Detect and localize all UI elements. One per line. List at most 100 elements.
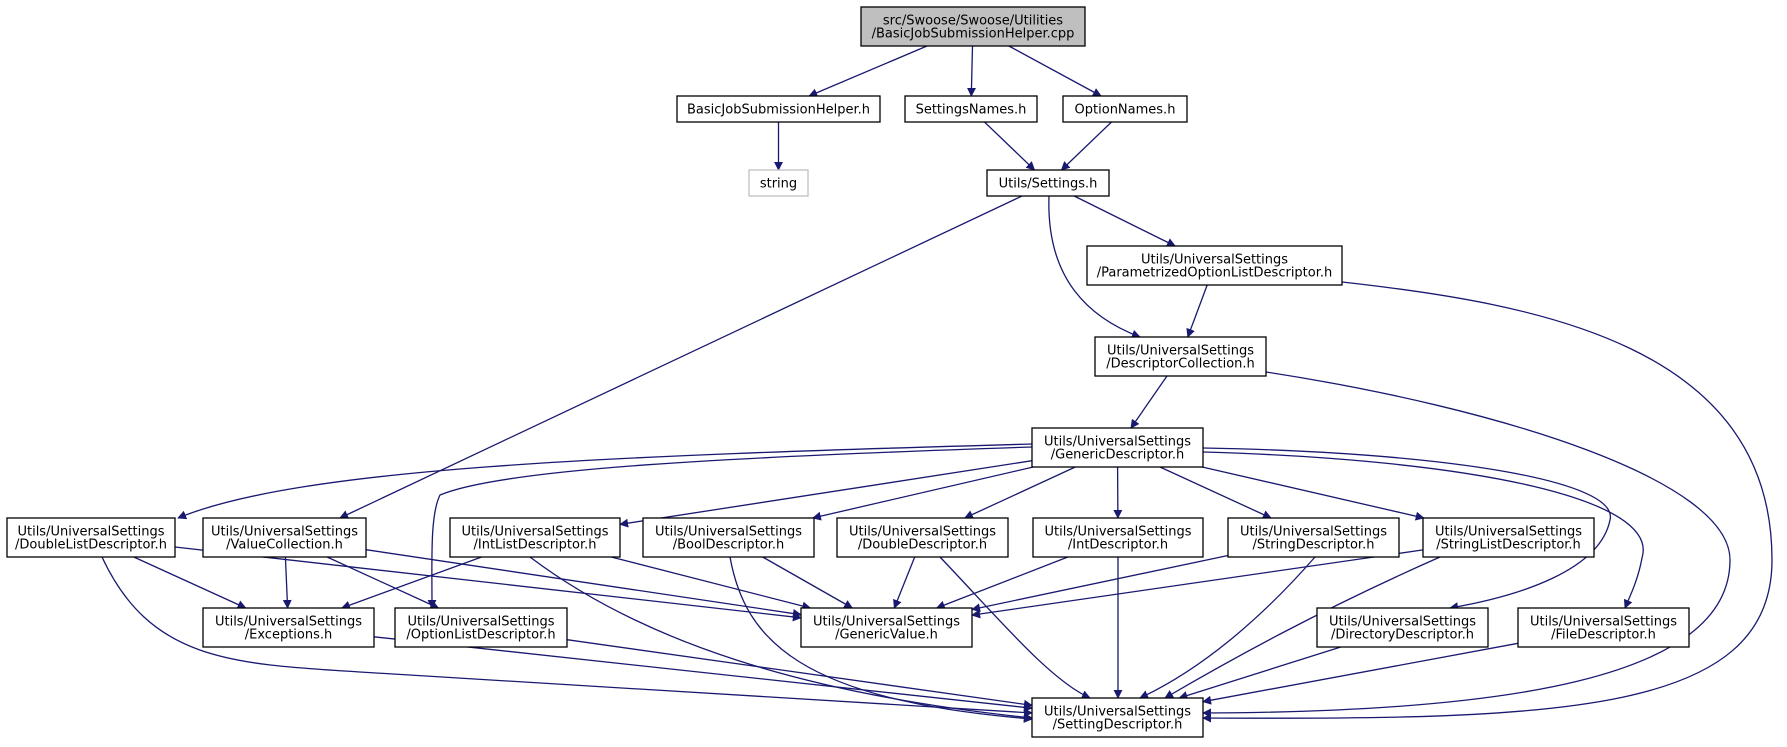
node-file[interactable]: Utils/UniversalSettings/FileDescriptor.h — [1517, 607, 1690, 648]
node-box — [449, 517, 621, 558]
node-paramopt[interactable]: Utils/UniversalSettings/ParametrizedOpti… — [1086, 245, 1343, 286]
node-box — [1094, 336, 1267, 377]
node-generic[interactable]: Utils/UniversalSettings/GenericDescripto… — [1031, 427, 1204, 468]
node-label: src/Swoose/Swoose/Utilities — [883, 14, 1063, 29]
node-label: Utils/UniversalSettings — [1240, 525, 1387, 540]
node-label: Utils/UniversalSettings — [1329, 615, 1476, 630]
node-box — [202, 607, 375, 648]
node-label: /DoubleListDescriptor.h — [15, 538, 167, 553]
node-optionnames[interactable]: OptionNames.h — [1062, 95, 1188, 123]
node-label: /GenericValue.h — [835, 628, 938, 643]
node-double[interactable]: Utils/UniversalSettings/DoubleDescriptor… — [836, 517, 1009, 558]
edge-bool-to-genericvalue — [762, 556, 854, 609]
node-label: /DirectoryDescriptor.h — [1331, 628, 1474, 643]
edge-doublelist-to-genericvalue — [174, 546, 802, 622]
node-label: Utils/Settings.h — [999, 177, 1098, 192]
node-label: string — [760, 177, 797, 192]
node-settings[interactable]: Utils/Settings.h — [986, 169, 1110, 197]
node-label: /IntListDescriptor.h — [474, 538, 597, 553]
node-box — [904, 95, 1038, 123]
node-label: Utils/UniversalSettings — [813, 615, 960, 630]
node-label: /BoolDescriptor.h — [673, 538, 785, 553]
node-exceptions[interactable]: Utils/UniversalSettings/Exceptions.h — [202, 607, 375, 648]
node-label: /ParametrizedOptionListDescriptor.h — [1097, 266, 1333, 281]
edge-generic-to-directory — [1202, 447, 1611, 612]
node-desccoll[interactable]: Utils/UniversalSettings/DescriptorCollec… — [1094, 336, 1267, 377]
node-box — [748, 169, 809, 197]
node-int[interactable]: Utils/UniversalSettings/IntDescriptor.h — [1032, 517, 1204, 558]
node-label: /DescriptorCollection.h — [1106, 357, 1255, 372]
node-box — [800, 607, 973, 648]
node-label: Utils/UniversalSettings — [1530, 615, 1677, 630]
node-label: /StringListDescriptor.h — [1436, 538, 1581, 553]
edge-root-to-settingsnames — [966, 45, 976, 97]
edge-intlist-to-exceptions — [341, 556, 482, 610]
node-box — [1316, 607, 1489, 648]
node-label: Utils/UniversalSettings — [17, 525, 164, 540]
edge-doublelist-to-settingdesc — [101, 556, 1033, 717]
node-directory[interactable]: Utils/UniversalSettings/DirectoryDescrip… — [1316, 607, 1489, 648]
node-doublelist[interactable]: Utils/UniversalSettings/DoubleListDescri… — [6, 517, 176, 558]
edge-settings-to-desccoll — [1048, 195, 1141, 339]
node-label: Utils/UniversalSettings — [461, 525, 608, 540]
node-label: SettingsNames.h — [916, 103, 1027, 118]
edge-settings-to-paramopt — [1073, 195, 1176, 247]
edge-stringlist-to-genericvalue — [971, 549, 1424, 619]
node-bjsh[interactable]: BasicJobSubmissionHelper.h — [676, 95, 881, 123]
node-label: /FileDescriptor.h — [1551, 628, 1656, 643]
node-string[interactable]: string — [748, 169, 809, 197]
node-box — [1517, 607, 1690, 648]
node-stringlist[interactable]: Utils/UniversalSettings/StringListDescri… — [1422, 517, 1595, 558]
edge-generic-to-file — [1202, 451, 1644, 609]
node-label: /BasicJobSubmissionHelper.cpp — [872, 27, 1075, 42]
node-box — [394, 607, 568, 648]
node-label: /OptionListDescriptor.h — [406, 628, 555, 643]
node-intlist[interactable]: Utils/UniversalSettings/IntListDescripto… — [449, 517, 621, 558]
edge-stringlist-to-settingdesc — [1164, 556, 1441, 699]
node-box — [836, 517, 1009, 558]
node-label: /StringDescriptor.h — [1253, 538, 1375, 553]
edge-layer — [101, 45, 1773, 723]
node-label: BasicJobSubmissionHelper.h — [687, 103, 870, 118]
edge-settings-to-valuecoll — [339, 195, 1023, 519]
node-box — [1062, 95, 1188, 123]
node-label: Utils/UniversalSettings — [215, 615, 362, 630]
node-box — [1031, 697, 1204, 738]
node-genericvalue[interactable]: Utils/UniversalSettings/GenericValue.h — [800, 607, 973, 648]
edge-intlist-to-genericvalue — [611, 556, 812, 611]
node-label: Utils/UniversalSettings — [211, 525, 358, 540]
node-optionlist[interactable]: Utils/UniversalSettings/OptionListDescri… — [394, 607, 568, 648]
node-box — [986, 169, 1110, 197]
edge-desccoll-to-settingdesc — [1202, 371, 1731, 718]
node-box — [6, 517, 176, 558]
node-label: Utils/UniversalSettings — [1044, 435, 1191, 450]
node-label: Utils/UniversalSettings — [407, 615, 554, 630]
edge-paramopt-to-settingdesc — [1202, 281, 1773, 723]
edge-stringdesc-to-settingdesc — [1139, 556, 1316, 699]
node-label: Utils/UniversalSettings — [655, 525, 802, 540]
edge-root-to-optionnames — [1008, 45, 1102, 97]
edge-generic-to-intlist — [619, 460, 1033, 528]
node-valuecoll[interactable]: Utils/UniversalSettings/ValueCollection.… — [202, 517, 367, 558]
node-label: Utils/UniversalSettings — [1141, 253, 1288, 268]
node-root[interactable]: src/Swoose/Swoose/Utilities/BasicJobSubm… — [860, 6, 1086, 47]
edge-valuecoll-to-optionlist — [326, 556, 440, 609]
node-box — [202, 517, 367, 558]
edge-intlist-to-settingdesc — [529, 556, 1033, 722]
node-label: Utils/UniversalSettings — [849, 525, 996, 540]
node-bool[interactable]: Utils/UniversalSettings/BoolDescriptor.h — [642, 517, 815, 558]
node-box — [1032, 517, 1204, 558]
edge-double-to-genericvalue — [893, 556, 916, 609]
node-box — [1086, 245, 1343, 286]
node-label: OptionNames.h — [1075, 103, 1176, 118]
node-label: /ValueCollection.h — [226, 538, 343, 553]
node-settingsnames[interactable]: SettingsNames.h — [904, 95, 1038, 123]
node-settingdesc[interactable]: Utils/UniversalSettings/SettingDescripto… — [1031, 697, 1204, 738]
node-box — [676, 95, 881, 123]
node-stringdesc[interactable]: Utils/UniversalSettings/StringDescriptor… — [1227, 517, 1400, 558]
node-label: /Exceptions.h — [245, 628, 333, 643]
edge-double-to-settingdesc — [939, 556, 1091, 699]
node-box — [1227, 517, 1400, 558]
edge-generic-to-stringdesc — [1159, 466, 1272, 519]
